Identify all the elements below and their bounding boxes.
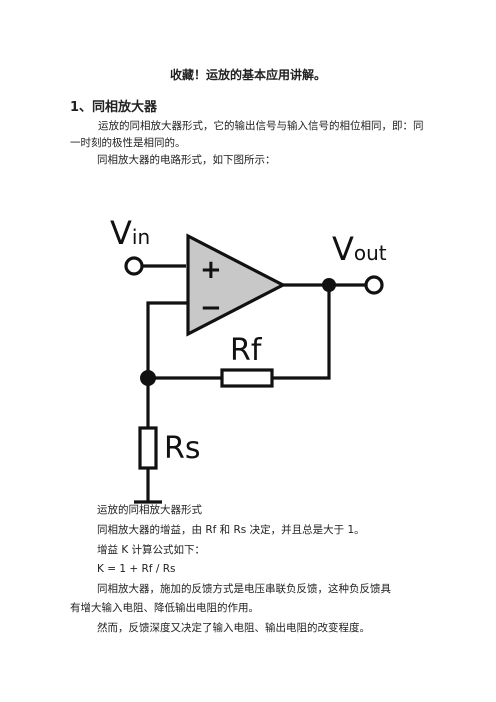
formula-intro: 增益 K 计算公式如下： xyxy=(97,544,206,556)
resistor-rs xyxy=(138,426,158,470)
diagram-caption: 运放的同相放大器形式 xyxy=(97,504,202,516)
gain-formula: K = 1 + Rf / Rs xyxy=(97,563,176,575)
feedback-text-line2: 有增大输入电阻、降低输出电阻的作用。 xyxy=(70,602,259,614)
vin-label: Vin xyxy=(110,214,150,252)
paragraph-circuit-intro: 同相放大器的电路形式，如下图所示： xyxy=(97,154,276,166)
feedback-text-line1: 同相放大器，施加的反馈方式是电压串联负反馈，这种负反馈具 xyxy=(97,583,391,595)
plus-sign: + xyxy=(200,255,222,285)
paragraph-intro: 运放的同相放大器形式，它的输出信号与输入信号的相位相同，即：同一时刻的极性是相同… xyxy=(70,120,424,149)
circuit-wires xyxy=(124,233,384,504)
resistor-rf xyxy=(220,368,274,388)
input-terminal xyxy=(124,256,144,276)
feedback-junction-dot xyxy=(140,370,156,386)
section-heading: 1、同相放大器 xyxy=(70,100,158,115)
feedback-wire-right xyxy=(272,285,331,380)
rf-label: Rf xyxy=(230,333,263,368)
gain-description: 同相放大器的增益，由 Rf 和 Rs 决定，并且总是大于 1。 xyxy=(97,524,365,536)
vout-label: Vout xyxy=(332,230,387,268)
feedback-depth-text: 然而，反馈深度又决定了输入电阻、输出电阻的改变程度。 xyxy=(97,622,370,634)
rs-label: Rs xyxy=(164,431,200,466)
non-inverting-amplifier-diagram: Vin Vout + − Rf Rs xyxy=(110,214,387,504)
minus-sign: − xyxy=(200,293,222,323)
opamp-triangle xyxy=(186,233,287,337)
inverting-input-wire xyxy=(146,301,188,428)
output-terminal xyxy=(364,275,384,295)
output-junction-dot xyxy=(322,278,336,292)
page-title: 收藏！运放的基本应用讲解。 xyxy=(169,68,326,82)
